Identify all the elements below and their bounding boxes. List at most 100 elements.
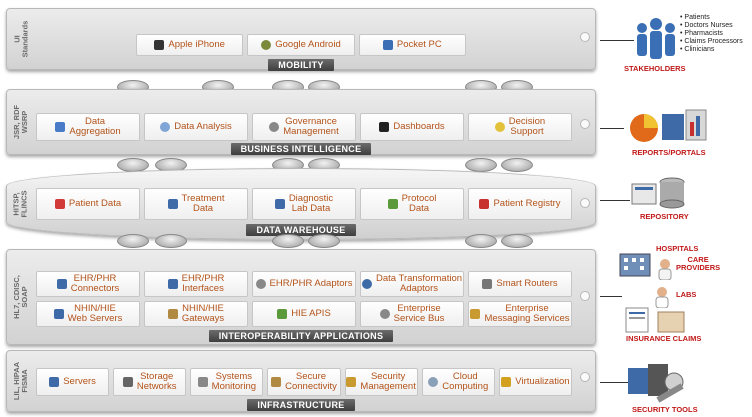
stakeholder-item: • Claims Processors: [680, 38, 743, 45]
dashboard-icon: [379, 122, 390, 132]
interop-item-nhin-web-servers[interactable]: NHIN/HIE Web Servers: [36, 301, 140, 327]
layer-title: INTEROPERABILITY APPLICATIONS: [6, 330, 596, 342]
virtualization-icon: [501, 377, 512, 387]
stakeholders-icon: [637, 18, 675, 59]
bi-item-governance[interactable]: Governance Management: [252, 113, 356, 141]
layer-panel-row1: EHR/PHR Connectors EHR/PHR Interfaces EH…: [36, 271, 572, 297]
interop-item-smart-routers[interactable]: Smart Routers: [468, 271, 572, 297]
cloud-icon: [428, 377, 439, 387]
infra-item-virtualization[interactable]: Virtualization: [498, 368, 572, 396]
hospital-icon: [619, 253, 651, 277]
reports-icon: [630, 109, 707, 142]
repository-label: REPOSITORY: [640, 212, 689, 221]
layer-panel: Servers Storage Networks Systems Monitor…: [36, 368, 572, 396]
server-icon: [53, 309, 64, 319]
interop-item-ehr-connectors[interactable]: EHR/PHR Connectors: [36, 271, 140, 297]
infra-item-security-management[interactable]: Security Management: [344, 368, 418, 396]
mobility-item-android[interactable]: Google Android: [247, 34, 355, 56]
connector: [272, 234, 304, 248]
stakeholder-item: • Patients: [680, 14, 710, 21]
stakeholder-item: • Doctors Nurses: [680, 22, 733, 29]
layer-panel: Apple iPhone Google Android Pocket PC: [136, 34, 466, 56]
layer-edge-marker: [580, 372, 590, 382]
layer-standards-label: UI Standards: [12, 20, 29, 58]
link-line: [600, 128, 624, 129]
transform-icon: [361, 279, 372, 289]
lock-icon: [271, 377, 282, 387]
layer-edge-marker: [580, 291, 590, 301]
infra-item-monitoring[interactable]: Systems Monitoring: [190, 368, 264, 396]
bi-item-dashboards[interactable]: Dashboards: [360, 113, 464, 141]
layer-panel: Patient Data Treatment Data Diagnostic L…: [36, 188, 572, 220]
interop-item-hie-apis[interactable]: HIE APIS: [252, 301, 356, 327]
layer-title: MOBILITY: [6, 59, 596, 71]
interop-item-data-transformation[interactable]: Data Transformation Adaptors: [360, 271, 464, 297]
dw-item-patient-registry[interactable]: Patient Registry: [468, 188, 572, 220]
interop-layer: HL7, CDISC, SOAP EHR/PHR Connectors EHR/…: [6, 249, 596, 345]
bus-icon: [379, 309, 390, 319]
security-tools-label: SECURITY TOOLS: [632, 405, 698, 414]
dw-item-treatment-data[interactable]: Treatment Data: [144, 188, 248, 220]
layer-panel: Data Aggregation Data Analysis Governanc…: [36, 113, 572, 141]
phone-icon: [154, 40, 165, 50]
connector: [155, 234, 187, 248]
cross-icon: [479, 199, 490, 209]
pda-icon: [382, 40, 393, 50]
dw-item-protocol-data[interactable]: Protocol Data: [360, 188, 464, 220]
insurance-claims-label: INSURANCE CLAIMS: [626, 334, 702, 343]
bi-layer: JSR, RDF WSRP Data Aggregation Data Anal…: [6, 89, 596, 155]
api-icon: [277, 309, 288, 319]
layer-panel-row2: NHIN/HIE Web Servers NHIN/HIE Gateways H…: [36, 301, 572, 327]
infra-item-cloud-computing[interactable]: Cloud Computing: [421, 368, 495, 396]
mobility-item-iphone[interactable]: Apple iPhone: [136, 34, 244, 56]
interop-item-messaging-services[interactable]: Enterprise Messaging Services: [468, 301, 572, 327]
interop-item-nhin-gateways[interactable]: NHIN/HIE Gateways: [144, 301, 248, 327]
interop-item-service-bus[interactable]: Enterprise Service Bus: [360, 301, 464, 327]
link-line: [600, 40, 634, 41]
connector: [117, 234, 149, 248]
infra-item-storage[interactable]: Storage Networks: [113, 368, 187, 396]
interop-item-ehr-adaptors[interactable]: EHR/PHR Adaptors: [252, 271, 356, 297]
care-provider-icon: [658, 259, 672, 280]
android-icon: [261, 40, 272, 50]
dw-item-patient-data[interactable]: Patient Data: [36, 188, 140, 220]
connector: [501, 234, 533, 248]
dw-item-diagnostic-lab-data[interactable]: Diagnostic Lab Data: [252, 188, 356, 220]
layer-edge-marker: [580, 198, 590, 208]
plug-icon: [56, 279, 67, 289]
infra-item-secure-connectivity[interactable]: Secure Connectivity: [267, 368, 341, 396]
care-providers-label: CARE PROVIDERS: [676, 255, 721, 272]
layer-edge-marker: [580, 32, 590, 42]
gateway-icon: [167, 309, 178, 319]
labs-icon: [655, 287, 669, 308]
key-icon: [346, 377, 357, 387]
link-line: [600, 296, 622, 297]
layer-title: BUSINESS INTELLIGENCE: [6, 143, 596, 155]
layer-band: [6, 249, 596, 345]
stakeholders-list: • Patients • Doctors Nurses • Pharmacist…: [680, 14, 743, 54]
router-icon: [482, 279, 493, 289]
bi-item-data-analysis[interactable]: Data Analysis: [144, 113, 248, 141]
chart-icon: [55, 122, 66, 132]
labs-label: LABS: [676, 290, 697, 299]
layer-standards-label: LIL, HIPAA FISMA: [12, 361, 30, 401]
layer-edge-marker: [580, 119, 590, 129]
mobility-item-pocketpc[interactable]: Pocket PC: [358, 34, 466, 56]
security-tools-icon: [628, 364, 684, 403]
stakeholder-item: • Pharmacists: [680, 30, 723, 37]
interop-item-ehr-interfaces[interactable]: EHR/PHR Interfaces: [144, 271, 248, 297]
stakeholder-item: • Clinicians: [680, 46, 715, 53]
stakeholders-label: STAKEHOLDERS: [624, 64, 686, 73]
layer-standards-label: HITSP, FLINCS: [12, 190, 29, 218]
interface-icon: [167, 279, 178, 289]
monitor-icon: [197, 377, 208, 387]
bi-item-decision-support[interactable]: Decision Support: [468, 113, 572, 141]
infra-item-servers[interactable]: Servers: [36, 368, 110, 396]
server-icon: [49, 377, 60, 387]
infra-layer: LIL, HIPAA FISMA Servers Storage Network…: [6, 350, 596, 412]
insurance-icon: [625, 307, 685, 333]
bi-item-data-aggregation[interactable]: Data Aggregation: [36, 113, 140, 141]
gear-icon: [255, 279, 266, 289]
shield-icon: [387, 199, 398, 209]
hospitals-label: HOSPITALS: [656, 244, 699, 253]
